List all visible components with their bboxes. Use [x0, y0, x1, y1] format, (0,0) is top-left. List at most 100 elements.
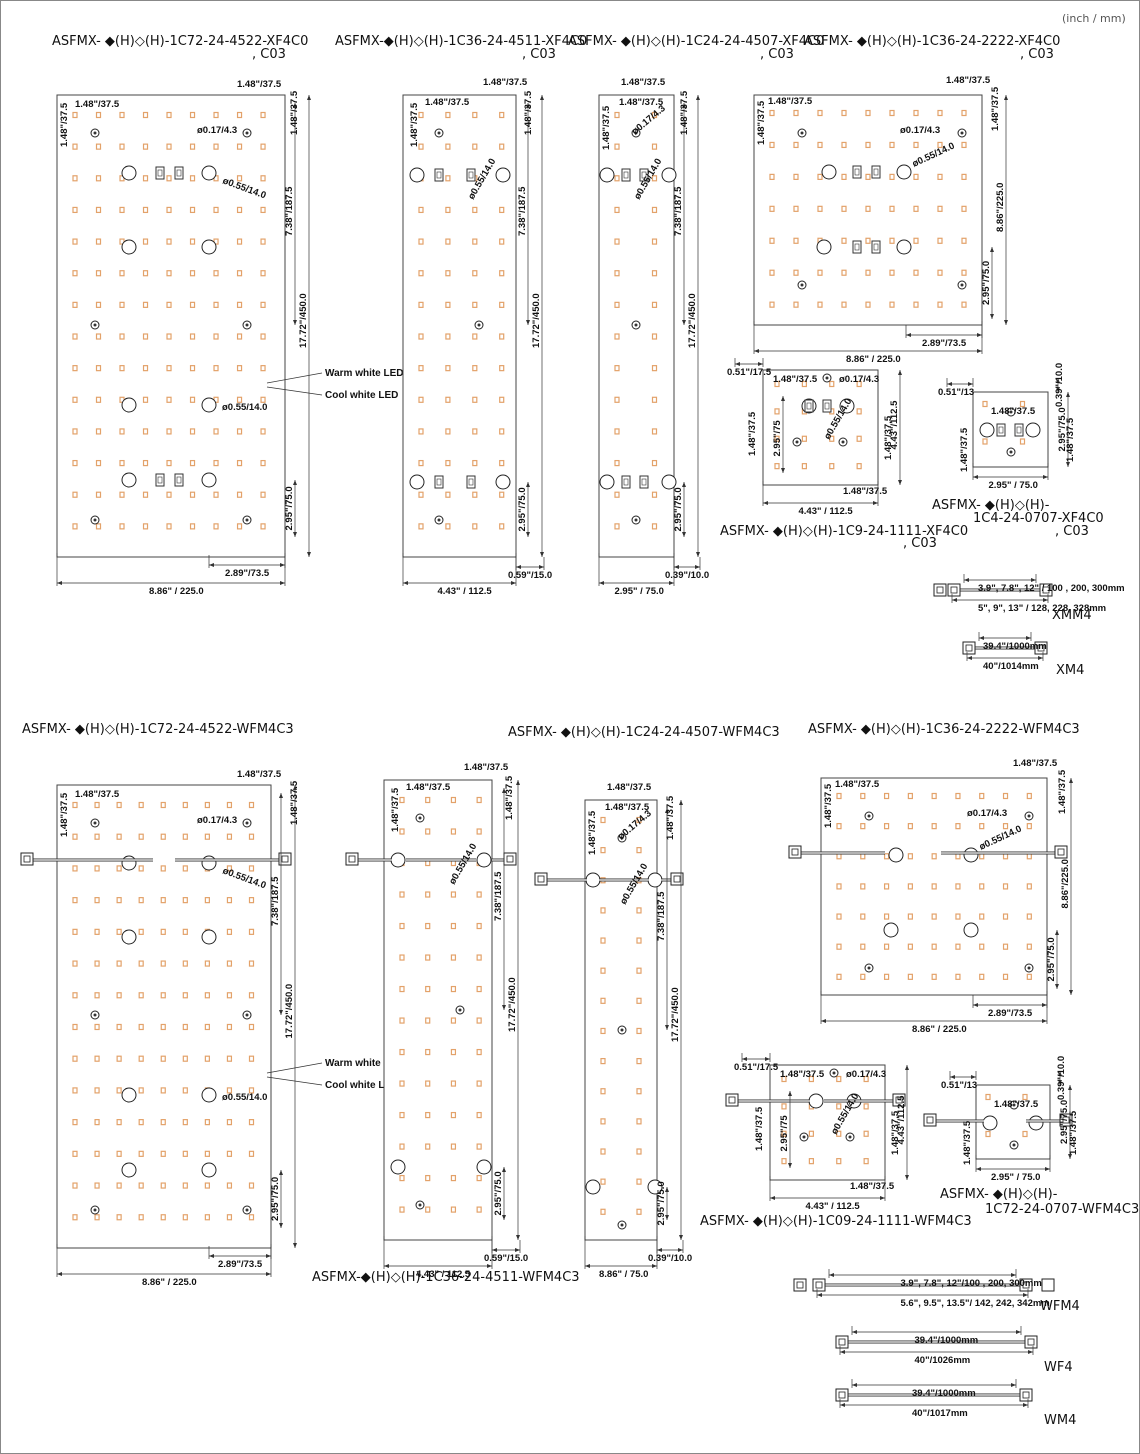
board-height-half-label: 7.38"/187.5 [673, 186, 684, 236]
board-width-label: 4.43" / 112.5 [806, 1201, 861, 1212]
led-mark [651, 270, 658, 277]
mount-hole-center [477, 323, 481, 327]
led-mark [236, 491, 243, 498]
led-mark [226, 801, 233, 809]
led-mark [817, 205, 823, 212]
led-mark [636, 847, 642, 854]
led-mark [600, 1118, 606, 1125]
board-height-label: 4.43"/112.5 [889, 400, 900, 450]
led-mark [160, 865, 166, 872]
mount-hole-center [245, 1208, 249, 1212]
led-mark [236, 206, 243, 214]
led-mark [260, 143, 266, 150]
driver-chip [466, 475, 476, 489]
led-mark [119, 459, 125, 467]
led-mark [472, 523, 478, 530]
led-mark [248, 1023, 255, 1031]
led-mark [138, 1214, 144, 1221]
led-mark [472, 270, 478, 277]
mount-hole-center [1012, 1103, 1016, 1107]
led-mark [119, 365, 125, 372]
led-mark [418, 428, 424, 435]
led-mark [472, 491, 478, 498]
led-mark [189, 523, 196, 530]
driver-chip [621, 168, 631, 182]
led-mark [142, 459, 149, 467]
led-mark [399, 1017, 405, 1024]
board-height-lower-label: 2.95"/75.0 [1046, 937, 1057, 981]
mount-hole-center [800, 283, 804, 287]
led-mark [1026, 792, 1032, 800]
led-mark [72, 960, 78, 967]
led-mark [94, 928, 100, 935]
led-mark [204, 1119, 210, 1126]
led-mark [913, 301, 919, 308]
cable-top-dim-label: 3.9", 7.8", 12"/100 , 200, 300mm [901, 1278, 1042, 1289]
led-mark [651, 111, 658, 119]
led-mark [769, 269, 775, 276]
led-mark [425, 1080, 431, 1087]
led-mark [182, 833, 188, 840]
led-mark [236, 523, 243, 530]
led-mark [472, 333, 478, 340]
led-mark [204, 960, 210, 967]
led-mark [94, 801, 100, 809]
led-mark [236, 175, 243, 182]
pitch-x-label: 1.48"/37.5 [835, 779, 880, 790]
driver-chip-core [806, 402, 812, 410]
lens-hole [201, 1087, 217, 1103]
led-mark [182, 1023, 188, 1031]
led-mark [425, 828, 431, 835]
mount-hole-center [93, 323, 97, 327]
led-mark [865, 269, 871, 276]
led-mark [248, 1087, 255, 1094]
led-mark [95, 175, 102, 182]
led-mark [425, 891, 431, 898]
led-mark [418, 459, 424, 467]
led-mark [817, 141, 823, 149]
connector-pin [895, 1096, 903, 1104]
board-height-half-label: 7.38"/187.5 [517, 186, 528, 236]
led-mark [499, 111, 505, 119]
led-mark [95, 143, 102, 150]
led-mark [955, 823, 961, 830]
lens-hole [121, 929, 137, 945]
driver-chip [1014, 423, 1024, 437]
board-height-label: 17.72"/450.0 [670, 987, 681, 1042]
led-mark [829, 380, 835, 388]
led-mark [476, 1174, 482, 1182]
top-margin-label: 0.39"/10.0 [1056, 1056, 1067, 1100]
led-mark [399, 922, 405, 930]
top-pitch-label: 1.48"/37.5 [237, 769, 282, 780]
led-mark [213, 111, 219, 119]
led-mark [472, 396, 478, 403]
led-mark [182, 1150, 188, 1157]
led-mark [116, 1214, 122, 1221]
driver-chip-core [873, 168, 879, 176]
mount-hole-center [800, 131, 804, 135]
connector-pin [796, 1281, 804, 1289]
led-mark [399, 1206, 405, 1213]
mount-hole-center [458, 1008, 462, 1012]
led-mark [189, 175, 196, 182]
connector [1024, 1335, 1038, 1349]
led-mark [600, 997, 606, 1004]
led-mark [226, 1119, 233, 1126]
top-margin-label: 0.39"/10.0 [1054, 363, 1065, 407]
cable-top-dim-label: 39.4"/1000mm [915, 1335, 979, 1346]
led-mark [793, 173, 799, 180]
led-mark [142, 396, 149, 403]
led-mark [399, 1174, 405, 1182]
board-width-label: 4.43" / 112.5 [438, 586, 493, 597]
led-mark [138, 897, 144, 904]
connector [788, 845, 802, 859]
led-mark [636, 1088, 642, 1095]
led-mark [260, 523, 266, 530]
led-mark [236, 238, 243, 245]
lens-hole [201, 165, 217, 181]
led-mark [860, 853, 866, 860]
board-height-label: 17.72"/450.0 [284, 984, 295, 1039]
led-mark [445, 143, 451, 150]
led-mark [95, 396, 102, 403]
lens-hole [816, 239, 832, 255]
